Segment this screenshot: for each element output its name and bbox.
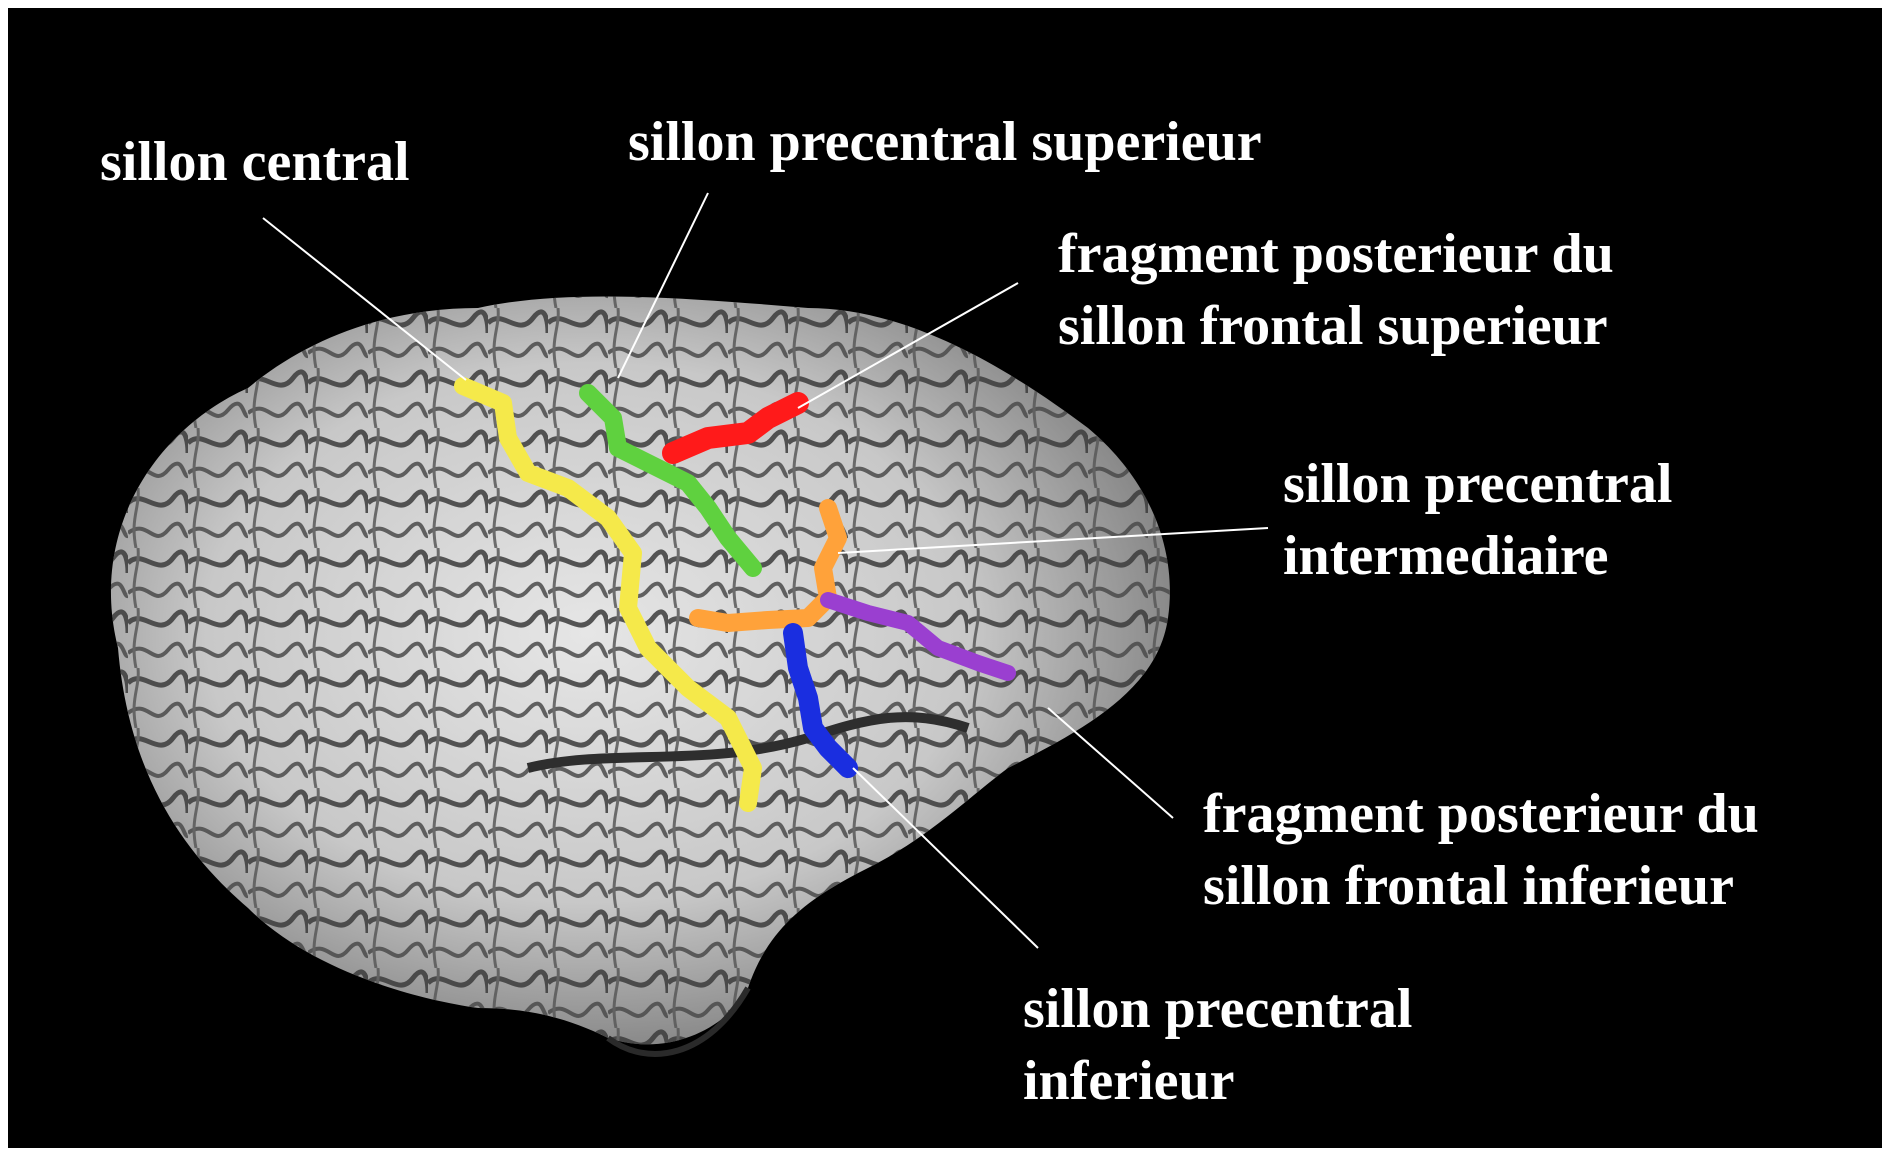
label-sillon-precentral-superieur: sillon precentral superieur	[628, 106, 1262, 178]
label-line: sillon central	[100, 126, 410, 198]
label-line: intermediaire	[1283, 520, 1672, 592]
label-sillon-precentral-inferieur: sillon precentral inferieur	[1023, 973, 1412, 1117]
label-line: sillon frontal superieur	[1058, 290, 1614, 362]
label-line: inferieur	[1023, 1045, 1412, 1117]
label-fragment-frontal-superieur: fragment posterieur du sillon frontal su…	[1058, 218, 1614, 362]
label-line: sillon frontal inferieur	[1203, 850, 1759, 922]
figure-background: sillon central sillon precentral superie…	[8, 8, 1882, 1148]
label-sillon-precentral-intermediaire: sillon precentral intermediaire	[1283, 448, 1672, 592]
label-line: sillon precentral	[1023, 973, 1412, 1045]
label-line: fragment posterieur du	[1058, 218, 1614, 290]
label-fragment-frontal-inferieur: fragment posterieur du sillon frontal in…	[1203, 778, 1759, 922]
label-line: sillon precentral superieur	[628, 106, 1262, 178]
label-line: fragment posterieur du	[1203, 778, 1759, 850]
leader-frontal-inferior	[1048, 708, 1173, 818]
label-line: sillon precentral	[1283, 448, 1672, 520]
label-sillon-central: sillon central	[100, 126, 410, 198]
